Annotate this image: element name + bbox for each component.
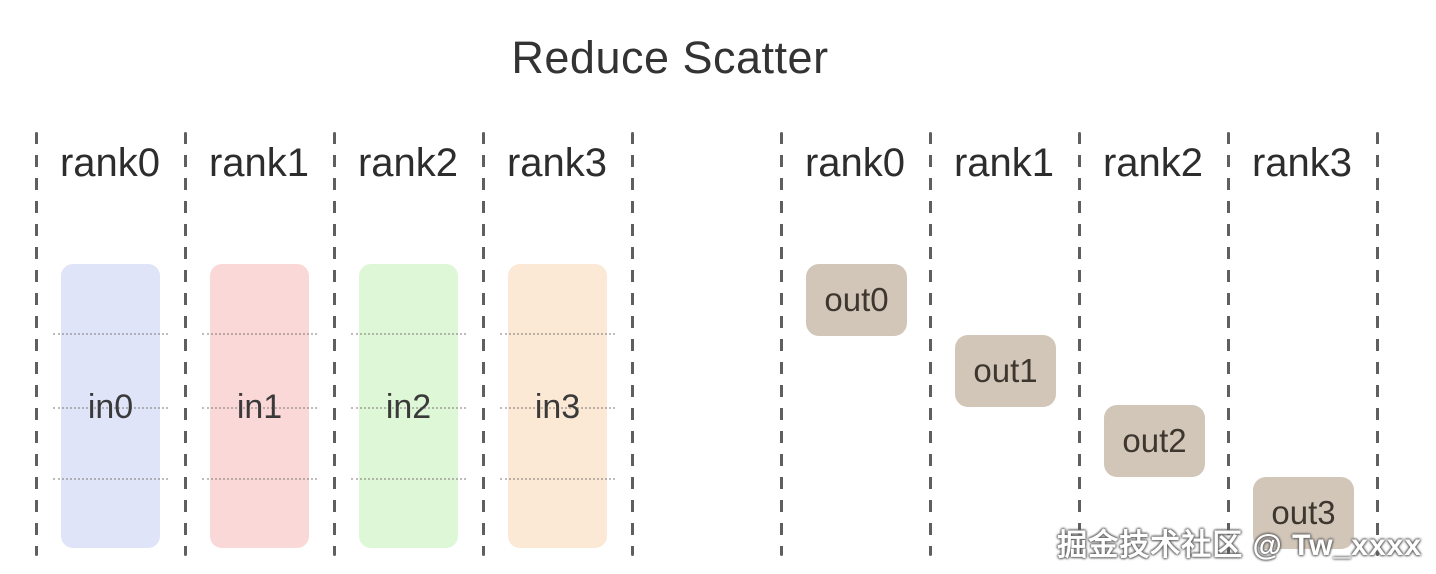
column-divider-line <box>1078 132 1081 556</box>
segment-divider <box>202 333 317 335</box>
column-divider-line <box>482 132 485 556</box>
segment-divider <box>351 333 466 335</box>
column-divider-line <box>929 132 932 556</box>
output-box-out1: out1 <box>955 335 1056 407</box>
input-buffer-in3: in3 <box>500 264 615 548</box>
column-divider-line <box>1227 132 1230 556</box>
segment-divider <box>500 478 615 480</box>
column-divider-line <box>184 132 187 556</box>
output-rank1-label: rank1 <box>953 141 1055 185</box>
output-box-label: out2 <box>1122 422 1187 459</box>
output-rank0-label: rank0 <box>804 141 906 185</box>
output-rank2-label: rank2 <box>1102 141 1204 185</box>
input-buffer-label: in2 <box>385 388 432 426</box>
segment-divider <box>351 407 466 409</box>
output-box-out2: out2 <box>1104 405 1205 477</box>
input-rank3-label: rank3 <box>506 141 608 185</box>
input-buffer-label: in0 <box>87 388 134 426</box>
input-buffer-label: in3 <box>534 388 581 426</box>
input-buffer-in0: in0 <box>53 264 168 548</box>
input-rank2-label: rank2 <box>357 141 459 185</box>
diagram-title: Reduce Scatter <box>511 32 829 83</box>
input-buffer-in2: in2 <box>351 264 466 548</box>
column-divider-line <box>35 132 38 556</box>
output-rank3-label: rank3 <box>1251 141 1353 185</box>
output-box-out3: out3 <box>1253 477 1354 549</box>
column-divider-line <box>780 132 783 556</box>
column-divider-line <box>631 132 634 556</box>
segment-divider <box>202 407 317 409</box>
input-rank0-label: rank0 <box>59 141 161 185</box>
column-divider-line <box>1376 132 1379 556</box>
output-box-out0: out0 <box>806 264 907 336</box>
segment-divider <box>53 478 168 480</box>
segment-divider <box>202 478 317 480</box>
segment-divider <box>53 407 168 409</box>
segment-divider <box>500 333 615 335</box>
segment-divider <box>53 333 168 335</box>
input-rank1-label: rank1 <box>208 141 310 185</box>
segment-divider <box>351 478 466 480</box>
input-buffer-in1: in1 <box>202 264 317 548</box>
segment-divider <box>500 407 615 409</box>
output-box-label: out0 <box>824 281 889 318</box>
watermark: 掘金技术社区 @ Tw_xxxx <box>1057 529 1422 562</box>
column-divider-line <box>333 132 336 556</box>
input-buffer-label: in1 <box>236 388 283 426</box>
output-box-label: out3 <box>1271 494 1336 531</box>
output-box-label: out1 <box>973 352 1038 389</box>
